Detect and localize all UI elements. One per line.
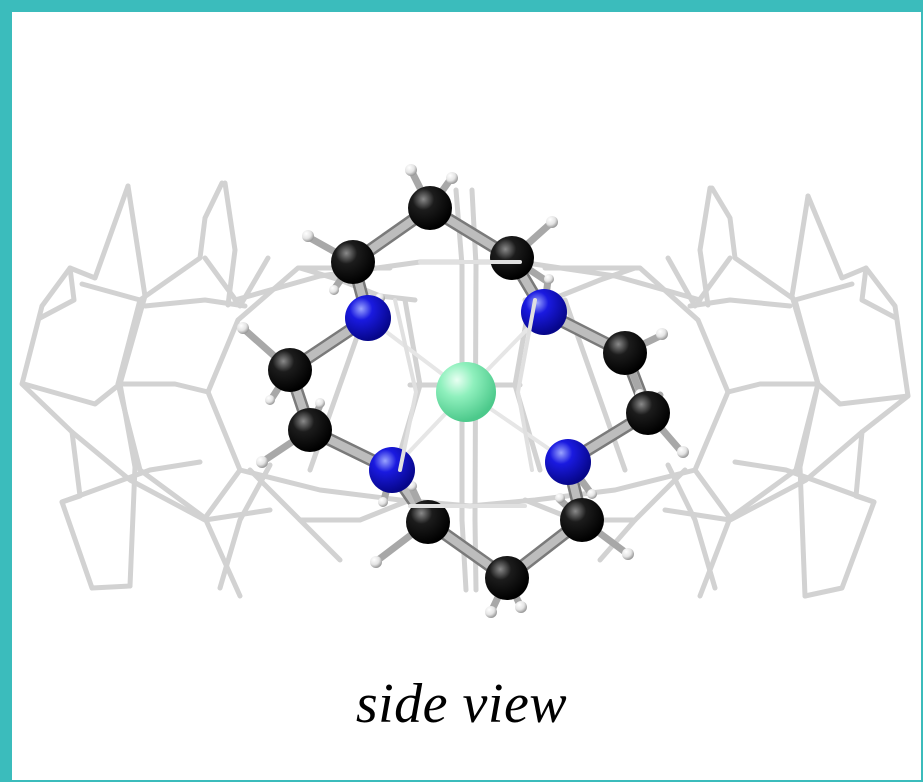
hydrogen-atom	[265, 395, 275, 405]
carbon-atom	[331, 240, 375, 284]
hydrogen-atom	[256, 456, 268, 468]
figure-caption: side view	[355, 673, 568, 735]
carbon-atom	[603, 331, 647, 375]
carbon-atom	[485, 556, 529, 600]
carbon-atom	[408, 186, 452, 230]
hydrogen-atom	[656, 328, 668, 340]
hydrogen-atom	[302, 230, 314, 242]
carbon-atoms	[268, 186, 670, 600]
hydrogen-atom	[515, 601, 527, 613]
carbon-atom	[490, 236, 534, 280]
carbon-atom	[560, 498, 604, 542]
carbon-atom	[268, 348, 312, 392]
hydrogen-atom	[405, 164, 417, 176]
nitrogen-atom	[545, 439, 591, 485]
carbon-atom	[288, 408, 332, 452]
hydrogen-atom	[622, 548, 634, 560]
framework-front-lines	[393, 260, 537, 508]
hydrogen-atom	[485, 606, 497, 618]
hydrogen-atom	[378, 497, 388, 507]
hydrogen-atom	[370, 556, 382, 568]
carbon-atom	[626, 391, 670, 435]
carbon-atom	[406, 500, 450, 544]
metal-center-atom	[436, 362, 496, 422]
nitrogen-atom	[369, 447, 415, 493]
hydrogen-atom	[237, 322, 249, 334]
hydrogen-atom	[544, 274, 554, 284]
nitrogen-atom	[345, 295, 391, 341]
hydrogen-atom	[677, 446, 689, 458]
hydrogen-atom	[315, 398, 325, 408]
hydrogen-atom	[446, 172, 458, 184]
hydrogen-atom	[555, 493, 565, 503]
hydrogen-atom	[546, 216, 558, 228]
hydrogen-atom	[329, 285, 339, 295]
hydrogen-atom	[587, 489, 597, 499]
